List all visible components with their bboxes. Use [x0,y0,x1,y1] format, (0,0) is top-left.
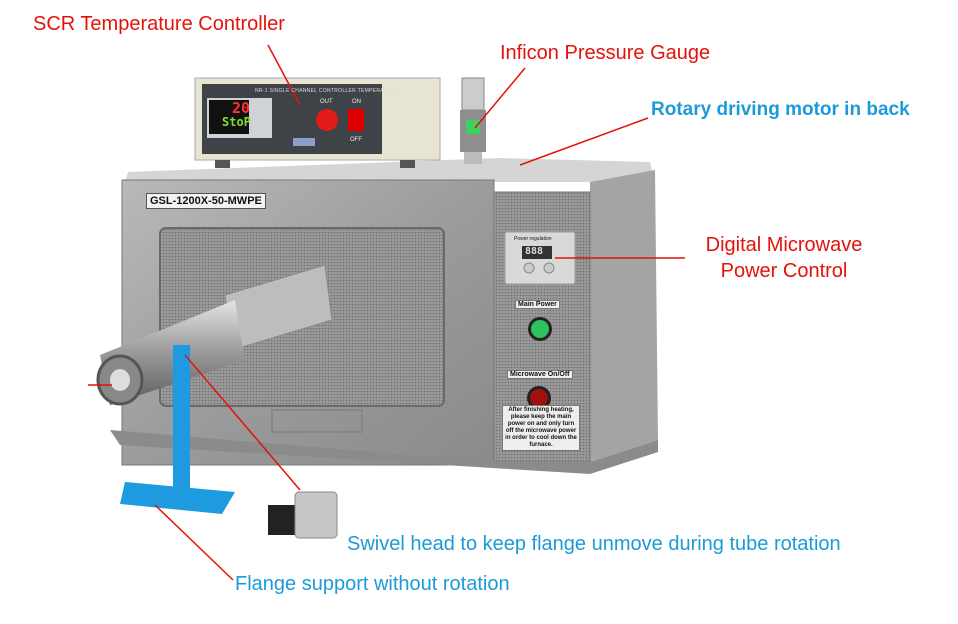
label-pressure-gauge: Inficon Pressure Gauge [500,42,711,64]
controller-sv: StoP [222,115,251,129]
power-switch [348,109,364,131]
power-display [522,246,552,259]
door-handle [271,409,363,433]
furnace-side [590,170,658,462]
label-power-control-line1: Digital Microwave [705,234,863,256]
off-label: OFF [350,137,362,143]
down-button-icon [523,262,535,274]
model-plate: GSL-1200X-50-MWPE [146,193,266,209]
label-flange-support: Flange support without rotation [235,573,510,595]
annotation-lines [88,44,685,581]
furnace-top [125,158,655,182]
label-scr-controller: SCR Temperature Controller [33,13,285,35]
up-button-icon [543,262,555,274]
microwave-label: Microwave On/Off [507,370,573,379]
flange-support-base [120,482,235,514]
label-power-control-line2: Power Control [720,260,848,282]
label-swivel-head: Swivel head to keep flange unmove during… [347,533,841,555]
out-label: OUT [320,99,333,105]
label-rotary-motor: Rotary driving motor in back [651,99,910,120]
warning-note: After finishing heating, please keep the… [502,405,580,451]
controller-title: NR-1 SINGLE CHANNEL CONTROLLER TEMPERATU… [255,88,399,94]
on-label: ON [352,99,361,105]
power-display-value: 888 [525,246,544,257]
serial-port [293,138,315,146]
flange-support-post [173,345,190,490]
swivel-head [268,505,298,535]
label-power-control: Digital Microwave Power Control [684,234,884,282]
controller-pv: 20 [232,99,251,117]
pressure-gauge [461,77,485,111]
out-indicator [316,109,338,131]
furnace-base [110,430,658,474]
power-regulation-label: Power regulation [514,236,552,242]
main-power-label: Main Power [515,300,560,309]
